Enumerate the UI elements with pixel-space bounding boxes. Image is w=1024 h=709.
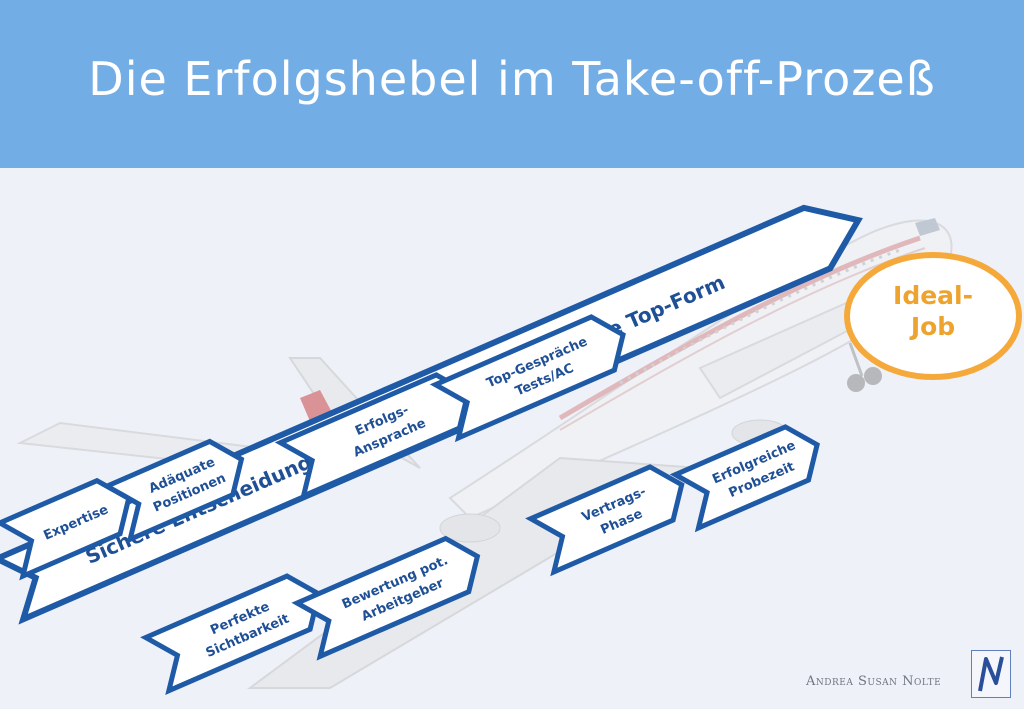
lever-shape xyxy=(429,314,626,443)
lever-chevron: Expertise xyxy=(0,477,132,581)
logo-n-icon: N xyxy=(972,651,1004,692)
logo-letter: N xyxy=(972,651,973,652)
goal-ideal-job: Ideal- Job xyxy=(844,252,1022,380)
header-bar: Die Erfolgshebel im Take-off-Prozeß xyxy=(0,0,1024,168)
diagram-svg: Ideal- Job Sichere Entscheidungen - Dran… xyxy=(0,204,1022,695)
lever-shape xyxy=(669,424,820,533)
lever-shape xyxy=(291,535,481,661)
author-name: Andrea Susan Nolte xyxy=(806,674,942,689)
lever-shape xyxy=(140,573,322,695)
diagram-area: Ideal- Job Sichere Entscheidungen - Dran… xyxy=(0,168,1024,709)
lever-shape xyxy=(525,464,685,577)
lever-chevron: Vertrags-Phase xyxy=(525,464,685,577)
logo: N xyxy=(971,650,1011,698)
goal-label-line1: Ideal- xyxy=(893,281,973,310)
lever-shape xyxy=(101,438,245,544)
slide-title: Die Erfolgshebel im Take-off-Prozeß xyxy=(88,52,936,106)
lever-shape xyxy=(0,477,132,581)
goal-label-line2: Job xyxy=(909,312,955,341)
